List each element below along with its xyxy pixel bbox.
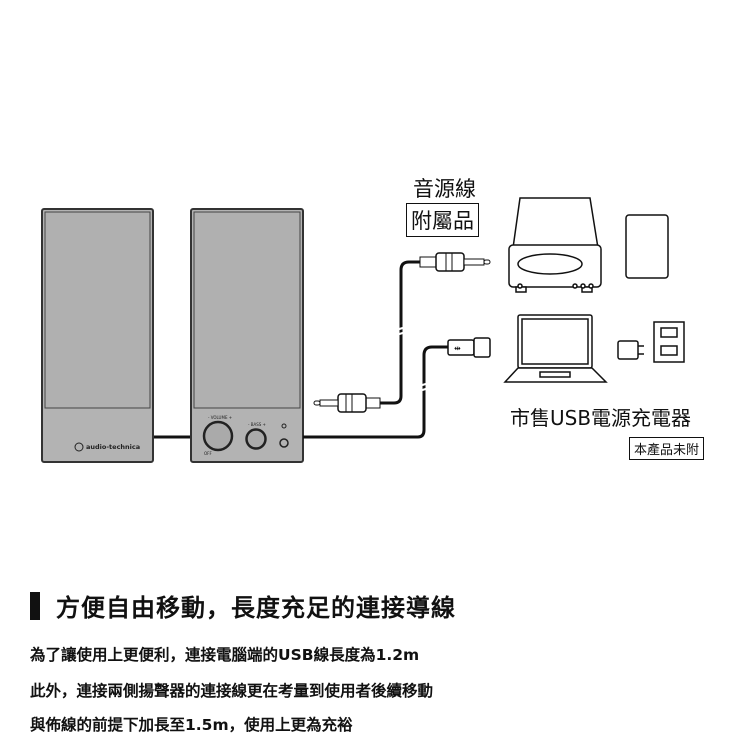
usb-icon: ⇹ bbox=[454, 344, 461, 353]
audio-cable bbox=[380, 260, 420, 405]
not-included-badge: 本產品未附 bbox=[629, 437, 705, 460]
turntable-icon bbox=[508, 197, 602, 293]
usb-cable bbox=[303, 345, 448, 439]
usb-charger-icon bbox=[617, 340, 644, 360]
off-label: OFF bbox=[204, 451, 212, 456]
description-line-3: 與佈線的前提下加長至1.5m，使用上更為充裕 bbox=[30, 716, 353, 734]
bass-label: - BASS + bbox=[248, 422, 266, 427]
audio-plug-bottom bbox=[313, 393, 381, 413]
headphone-jack-icon bbox=[279, 438, 289, 448]
audio-plug-top bbox=[419, 252, 491, 272]
left-speaker: audio-technica bbox=[41, 208, 154, 463]
description-line-1: 為了讓使用上更便利，連接電腦端的USB線長度為1.2m bbox=[30, 646, 420, 664]
audio-cable-label: 音源線 bbox=[413, 177, 476, 201]
volume-knob[interactable] bbox=[202, 420, 234, 452]
brand-label: audio-technica bbox=[86, 443, 140, 451]
usb-charger-label: 市售USB電源充電器 bbox=[510, 406, 692, 430]
power-led-icon bbox=[281, 423, 287, 429]
product-illustration: audio-technica - VOLUME + OFF - BASS + ⇹ bbox=[41, 197, 685, 463]
section-heading: 方便自由移動，長度充足的連接導線 bbox=[30, 588, 456, 623]
brand-logo-icon bbox=[74, 442, 84, 452]
right-speaker: - VOLUME + OFF - BASS + bbox=[190, 208, 304, 463]
volume-label: - VOLUME + bbox=[208, 415, 232, 420]
description-line-2: 此外，連接兩側揚聲器的連接線更在考量到使用者後續移動 bbox=[30, 682, 434, 700]
wall-outlet-icon bbox=[653, 321, 685, 363]
section-title: 方便自由移動，長度充足的連接導線 bbox=[56, 594, 456, 622]
laptop-icon bbox=[503, 314, 608, 383]
included-badge: 附屬品 bbox=[406, 203, 479, 237]
tablet-icon bbox=[625, 214, 669, 279]
usb-plug: ⇹ bbox=[447, 337, 491, 358]
heading-marker bbox=[30, 591, 40, 620]
bass-knob[interactable] bbox=[245, 428, 267, 450]
